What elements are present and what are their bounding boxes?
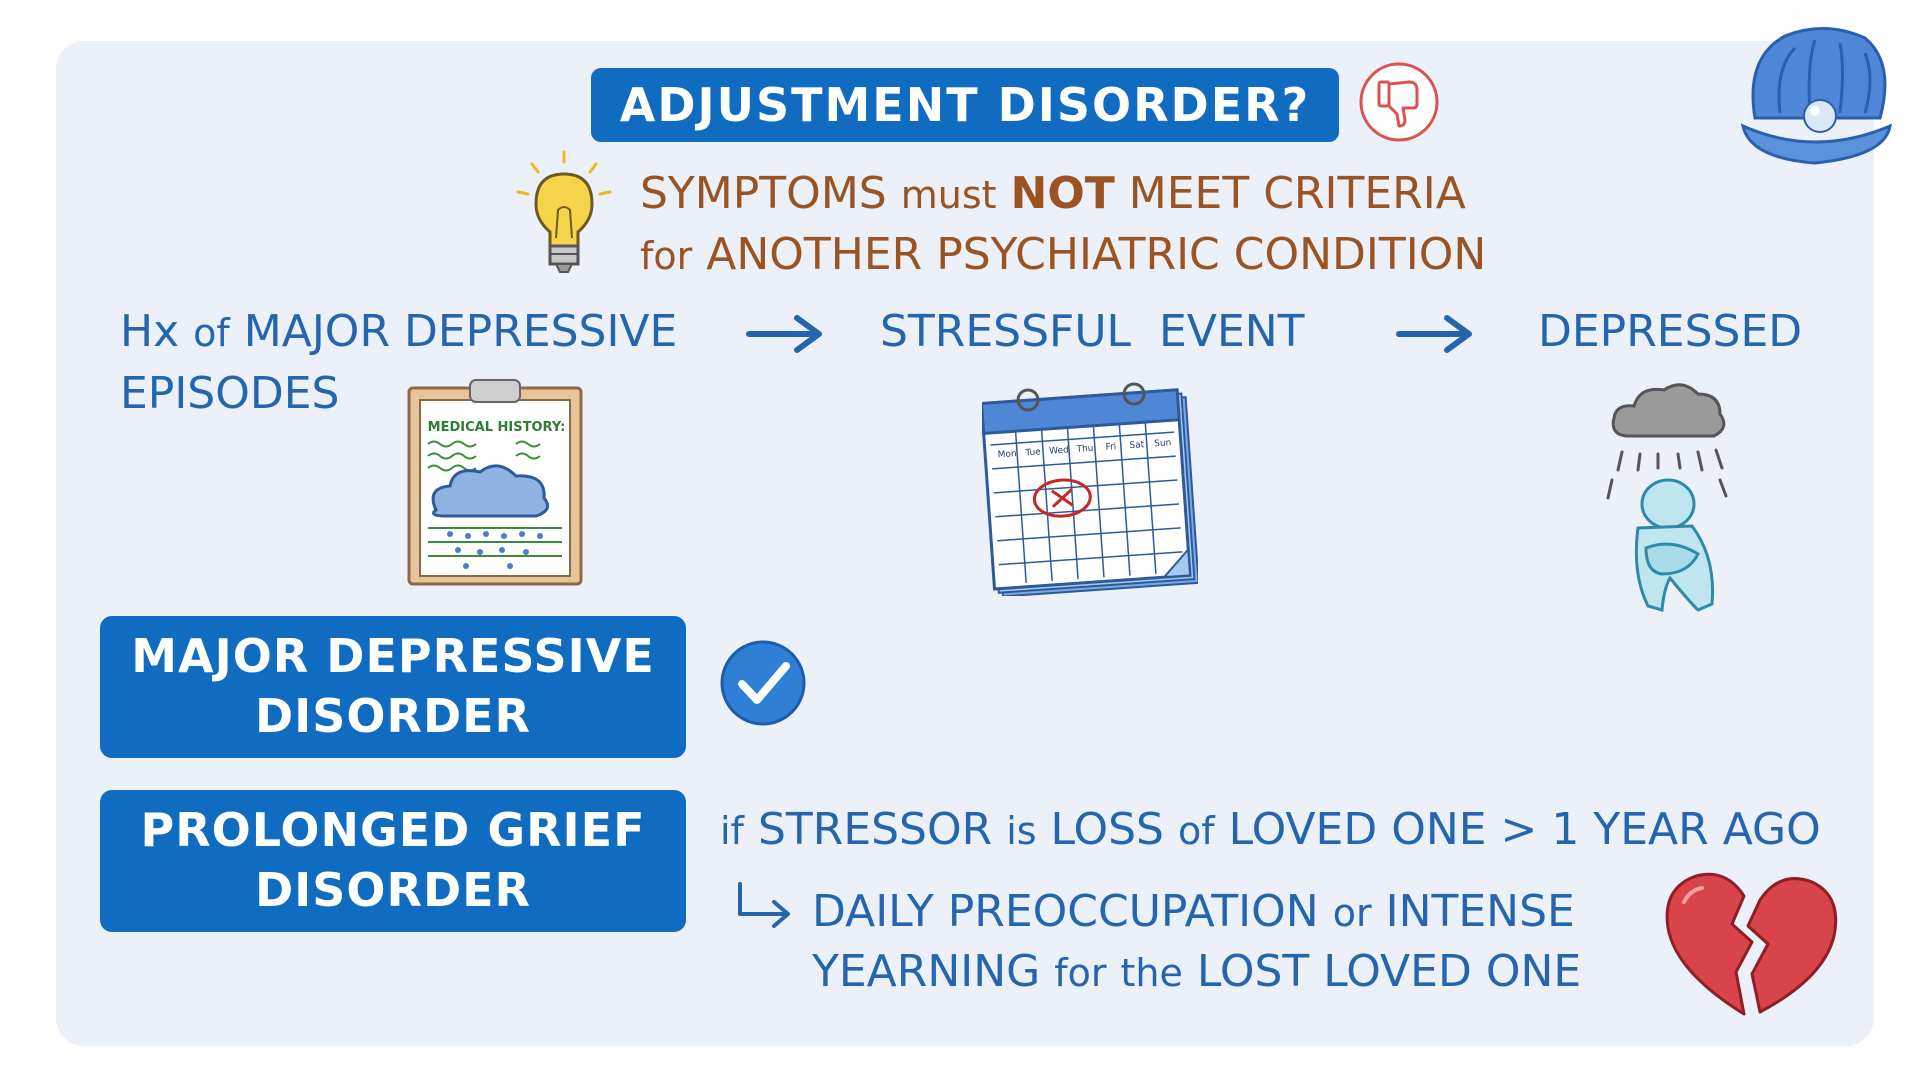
pgd-box: PROLONGED GRIEF DISORDER xyxy=(100,790,686,932)
grief-stressor: STRESSOR xyxy=(757,804,993,855)
grief-is: is xyxy=(1006,809,1037,853)
sad-person-rain-icon xyxy=(1606,383,1728,612)
medical-history-clipboard: MEDICAL HISTORY: xyxy=(406,378,584,588)
criteria-not: NOT xyxy=(1010,168,1115,219)
calendar-day: Tue xyxy=(1025,447,1042,459)
hx-major-depressive: MAJOR DEPRESSIVE xyxy=(243,306,678,357)
grief-or: or xyxy=(1332,891,1372,935)
clipboard-illustration xyxy=(407,379,583,586)
title-banner: ADJUSTMENT DISORDER? xyxy=(591,68,1339,142)
grief-stressor-line: if STRESSOR is LOSS of LOVED ONE > 1 YEA… xyxy=(720,808,1821,852)
calendar-day: Mon xyxy=(997,449,1018,461)
grief-yearning: YEARNING xyxy=(812,946,1041,997)
flow-step-depressed: DEPRESSED xyxy=(1538,306,1803,357)
hx-label: Hx xyxy=(120,306,180,357)
shell-pearl-icon xyxy=(1740,27,1892,165)
pgd-box-line-2: DISORDER xyxy=(255,863,531,917)
grief-yearning-line: YEARNING for the LOST LOVED ONE xyxy=(812,950,1581,994)
grief-year-ago: > 1 YEAR AGO xyxy=(1500,804,1821,855)
criteria-symptoms: SYMPTOMS xyxy=(640,168,887,219)
calendar-day: Thu xyxy=(1076,443,1094,455)
clipboard-label: MEDICAL HISTORY: xyxy=(427,420,566,435)
calendar-day: Sun xyxy=(1153,438,1172,450)
criteria-must: must xyxy=(900,173,997,217)
arrow-right-icon xyxy=(746,315,822,353)
criteria-line-2: for ANOTHER PSYCHIATRIC CONDITION xyxy=(640,233,1486,277)
arrow-right-icon xyxy=(1396,315,1472,353)
pgd-box-line-1: PROLONGED GRIEF xyxy=(140,803,646,858)
grief-intense: INTENSE xyxy=(1385,886,1575,937)
criteria-for: for xyxy=(640,234,693,278)
mdd-box-line-2: DISORDER xyxy=(255,689,531,743)
grief-of: of xyxy=(1177,809,1215,853)
criteria-meet: MEET CRITERIA xyxy=(1128,168,1466,219)
grief-for: for xyxy=(1054,951,1107,995)
page-title: ADJUSTMENT DISORDER? xyxy=(619,78,1311,132)
grief-loss: LOSS xyxy=(1050,804,1164,855)
calendar-drawing xyxy=(982,382,1198,596)
flow-step-stressful-event: STRESSFUL EVENT xyxy=(880,306,1305,357)
hx-of: of xyxy=(193,311,230,355)
grief-if: if xyxy=(720,809,744,853)
grief-the: the xyxy=(1120,951,1183,995)
flow-step-hx: Hx of MAJOR DEPRESSIVE xyxy=(120,310,677,354)
light-bulb-icon xyxy=(516,150,612,273)
grief-lost-loved-one: LOST LOVED ONE xyxy=(1196,946,1582,997)
flow-step-hx-episodes: EPISODES xyxy=(120,368,340,419)
mdd-box-line-1: MAJOR DEPRESSIVE xyxy=(131,629,655,684)
grief-daily: DAILY PREOCCUPATION xyxy=(812,886,1319,937)
calendar-day: Wed xyxy=(1048,445,1070,457)
grief-loved-one: LOVED ONE xyxy=(1228,804,1487,855)
mdd-box: MAJOR DEPRESSIVE DISORDER xyxy=(100,616,686,758)
thumbs-down-icon xyxy=(1359,62,1439,142)
grief-preoccupation-line: DAILY PREOCCUPATION or INTENSE xyxy=(812,890,1575,934)
checkmark-icon xyxy=(720,640,806,726)
criteria-line-1: SYMPTOMS must NOT MEET CRITERIA xyxy=(640,172,1466,216)
calendar-day: Fri xyxy=(1105,442,1117,453)
criteria-condition: ANOTHER PSYCHIATRIC CONDITION xyxy=(706,229,1487,280)
hook-arrow-icon xyxy=(738,882,790,928)
broken-heart-icon xyxy=(1665,872,1838,1016)
calendar-illustration: Mon Tue Wed Thu Fri Sat Sun xyxy=(982,382,1198,596)
calendar-day: Sat xyxy=(1129,440,1145,452)
